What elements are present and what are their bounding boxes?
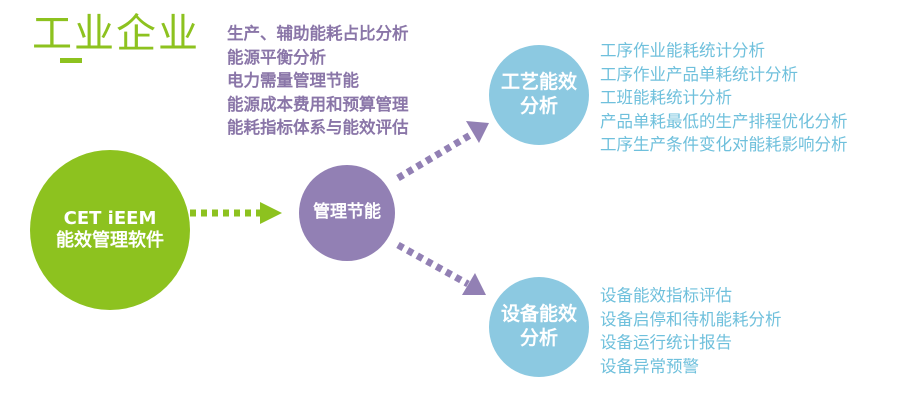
equipment-item: 设备运行统计报告: [600, 333, 732, 352]
management-item: 生产、辅助能耗占比分析: [227, 24, 409, 43]
process-node: 工艺能效 分析: [489, 45, 589, 145]
equipment-items-list: 设备能效指标评估 设备启停和待机能耗分析 设备运行统计报告 设备异常预警: [600, 284, 782, 378]
process-node-line1: 工艺能效: [500, 71, 577, 94]
equipment-item: 设备能效指标评估: [600, 286, 732, 305]
process-items-list: 工序作业能耗统计分析 工序作业产品单耗统计分析 工班能耗统计分析 产品单耗最低的…: [600, 39, 848, 157]
process-item: 工班能耗统计分析: [600, 88, 732, 107]
process-item: 产品单耗最低的生产排程优化分析: [600, 111, 848, 131]
management-node: 管理节能: [299, 165, 395, 261]
software-node-line1: CET iEEM: [63, 207, 157, 229]
process-item: 工序生产条件变化对能耗影响分析: [600, 135, 848, 154]
arrow-software-to-management: [190, 202, 282, 224]
arrow-management-to-process: [396, 121, 489, 182]
software-node: CET iEEM 能效管理软件: [30, 150, 190, 310]
equipment-item: 设备异常预警: [600, 356, 699, 376]
process-item: 工序作业能耗统计分析: [600, 41, 765, 60]
arrow-management-to-equipment: [396, 241, 486, 295]
title-underline-accent: [60, 58, 82, 63]
equipment-item: 设备启停和待机能耗分析: [600, 309, 782, 329]
equipment-node: 设备能效 分析: [489, 277, 589, 377]
management-item: 电力需量管理节能: [227, 71, 359, 90]
equipment-node-line1: 设备能效: [500, 303, 577, 326]
management-item: 能源平衡分析: [227, 47, 326, 67]
page-title: 工业企业: [32, 11, 200, 57]
process-node-line2: 分析: [519, 95, 558, 117]
management-item: 能耗指标体系与能效评估: [227, 118, 409, 137]
management-items-list: 生产、辅助能耗占比分析 能源平衡分析 电力需量管理节能 能源成本费用和预算管理 …: [227, 22, 409, 140]
management-node-label: 管理节能: [313, 202, 381, 223]
software-node-line2: 能效管理软件: [56, 230, 164, 251]
process-item: 工序作业产品单耗统计分析: [600, 64, 798, 84]
equipment-node-line2: 分析: [519, 327, 558, 349]
management-item: 能源成本费用和预算管理: [227, 94, 409, 114]
